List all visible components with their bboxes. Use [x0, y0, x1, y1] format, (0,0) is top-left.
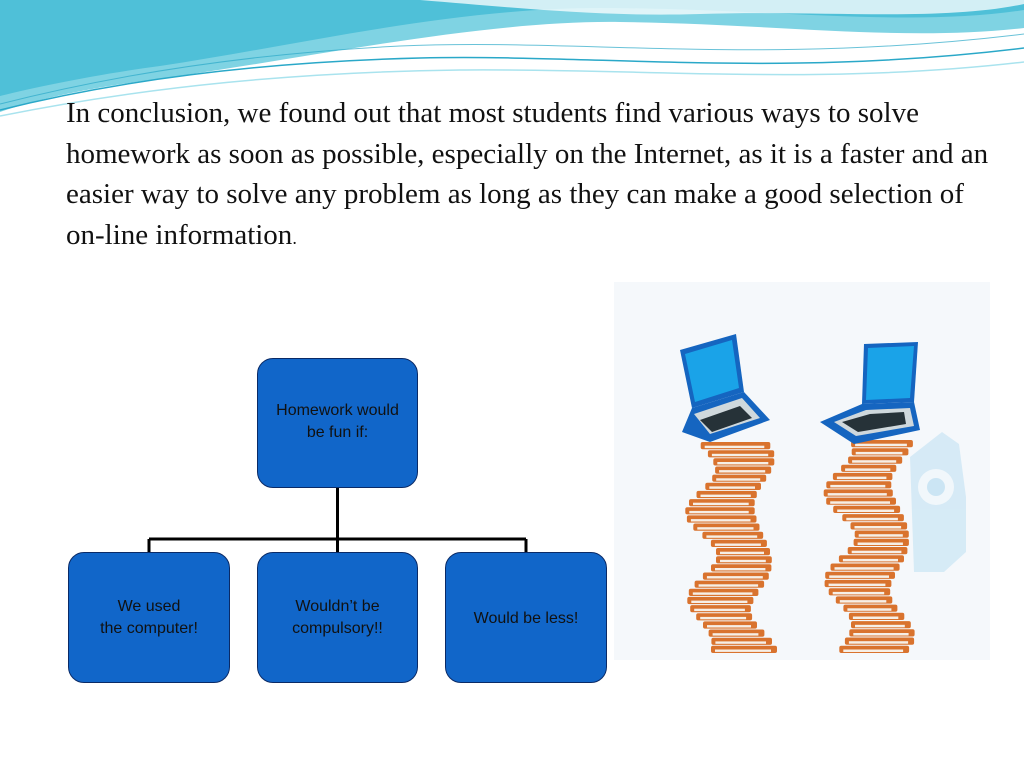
book-pages — [715, 568, 766, 571]
book-pages — [706, 535, 758, 538]
book-pages — [707, 625, 751, 628]
book-pages — [693, 502, 749, 506]
wave-header-decoration — [0, 0, 1024, 117]
org-root-node: Homework would be fun if: — [257, 358, 418, 488]
book — [708, 629, 765, 637]
book — [716, 548, 770, 556]
book-pages — [715, 641, 766, 644]
book — [711, 637, 772, 645]
book — [700, 442, 771, 450]
left-book-stack — [685, 442, 777, 653]
book-pages — [717, 462, 769, 465]
conclusion-period: . — [292, 227, 297, 248]
book-pages — [706, 576, 763, 579]
book-pages — [858, 534, 903, 537]
book — [710, 539, 767, 547]
laptops-on-books-illustration — [614, 282, 990, 660]
book-pages — [855, 443, 907, 447]
book-pages — [845, 468, 891, 471]
book-pages — [836, 476, 887, 480]
book — [711, 564, 772, 572]
wave-line-1 — [0, 47, 1024, 111]
book-pages — [854, 526, 902, 529]
book-pages — [839, 600, 887, 603]
illustration-background — [614, 282, 990, 660]
wave-fill-front — [0, 0, 1024, 96]
book-pages — [690, 519, 751, 522]
book-pages — [857, 542, 903, 545]
book-pages — [843, 649, 904, 652]
book — [693, 523, 760, 531]
book-pages — [847, 608, 892, 611]
book-pages — [711, 453, 769, 457]
right-laptop-icon — [820, 342, 920, 444]
book-pages — [689, 510, 749, 514]
book-pages — [715, 649, 771, 652]
book-pages — [694, 608, 745, 612]
book-pages — [720, 551, 764, 555]
book-pages — [828, 583, 886, 587]
org-child-label: We used the computer! — [100, 598, 198, 637]
book-pages — [842, 558, 898, 562]
book-pages — [855, 451, 903, 455]
wave-line-3 — [0, 33, 1024, 105]
org-child-node-computer: We used the computer! — [68, 552, 230, 683]
book — [696, 613, 753, 621]
book — [685, 507, 755, 515]
book-pages — [852, 616, 899, 619]
org-root-label: Homework would be fun if: — [276, 402, 399, 441]
book — [712, 474, 767, 482]
left-laptop-icon — [680, 334, 770, 442]
book — [696, 490, 757, 499]
book-pages — [712, 633, 759, 636]
right-book-stack — [823, 440, 915, 653]
org-child-node-compulsory: Wouldn’t be compulsory!! — [257, 552, 418, 683]
book-pages — [852, 460, 897, 463]
org-child-label: Would be less! — [473, 610, 579, 627]
book-pages — [700, 494, 751, 497]
wave-white-band — [420, 0, 1024, 15]
book-pages — [714, 543, 761, 546]
book-pages — [837, 509, 895, 512]
book-pages — [692, 592, 753, 595]
book-pages — [720, 559, 766, 563]
org-child-node-less: Would be less! — [445, 552, 607, 683]
book — [686, 515, 757, 523]
book-pages — [829, 575, 889, 578]
book-pages — [719, 470, 766, 473]
book-pages — [716, 478, 761, 481]
book-pages — [709, 486, 755, 489]
book — [702, 531, 764, 539]
book-pages — [691, 600, 748, 603]
book — [713, 458, 775, 466]
book-pages — [832, 591, 885, 595]
book-pages — [698, 584, 759, 587]
book-pages — [700, 616, 747, 620]
book-pages — [851, 550, 902, 554]
book-pages — [704, 445, 765, 449]
decorative-gear-icon — [910, 432, 966, 572]
book — [687, 596, 754, 605]
book — [703, 621, 757, 629]
book-pages — [855, 624, 905, 628]
book — [694, 580, 765, 588]
conclusion-paragraph: In conclusion, we found out that most st… — [66, 93, 996, 258]
org-child-label: Wouldn’t be compulsory!! — [292, 598, 383, 637]
book-pages — [697, 527, 754, 530]
book — [707, 450, 775, 458]
book — [711, 645, 777, 653]
book-pages — [830, 484, 886, 488]
book — [702, 572, 769, 580]
book-pages — [848, 641, 909, 644]
conclusion-text: In conclusion, we found out that most st… — [66, 97, 989, 251]
book-pages — [853, 633, 909, 636]
book-pages — [827, 493, 887, 496]
book-pages — [830, 501, 890, 504]
wave-line-2 — [0, 61, 1024, 117]
book-pages — [846, 517, 898, 521]
book-pages — [834, 567, 894, 570]
